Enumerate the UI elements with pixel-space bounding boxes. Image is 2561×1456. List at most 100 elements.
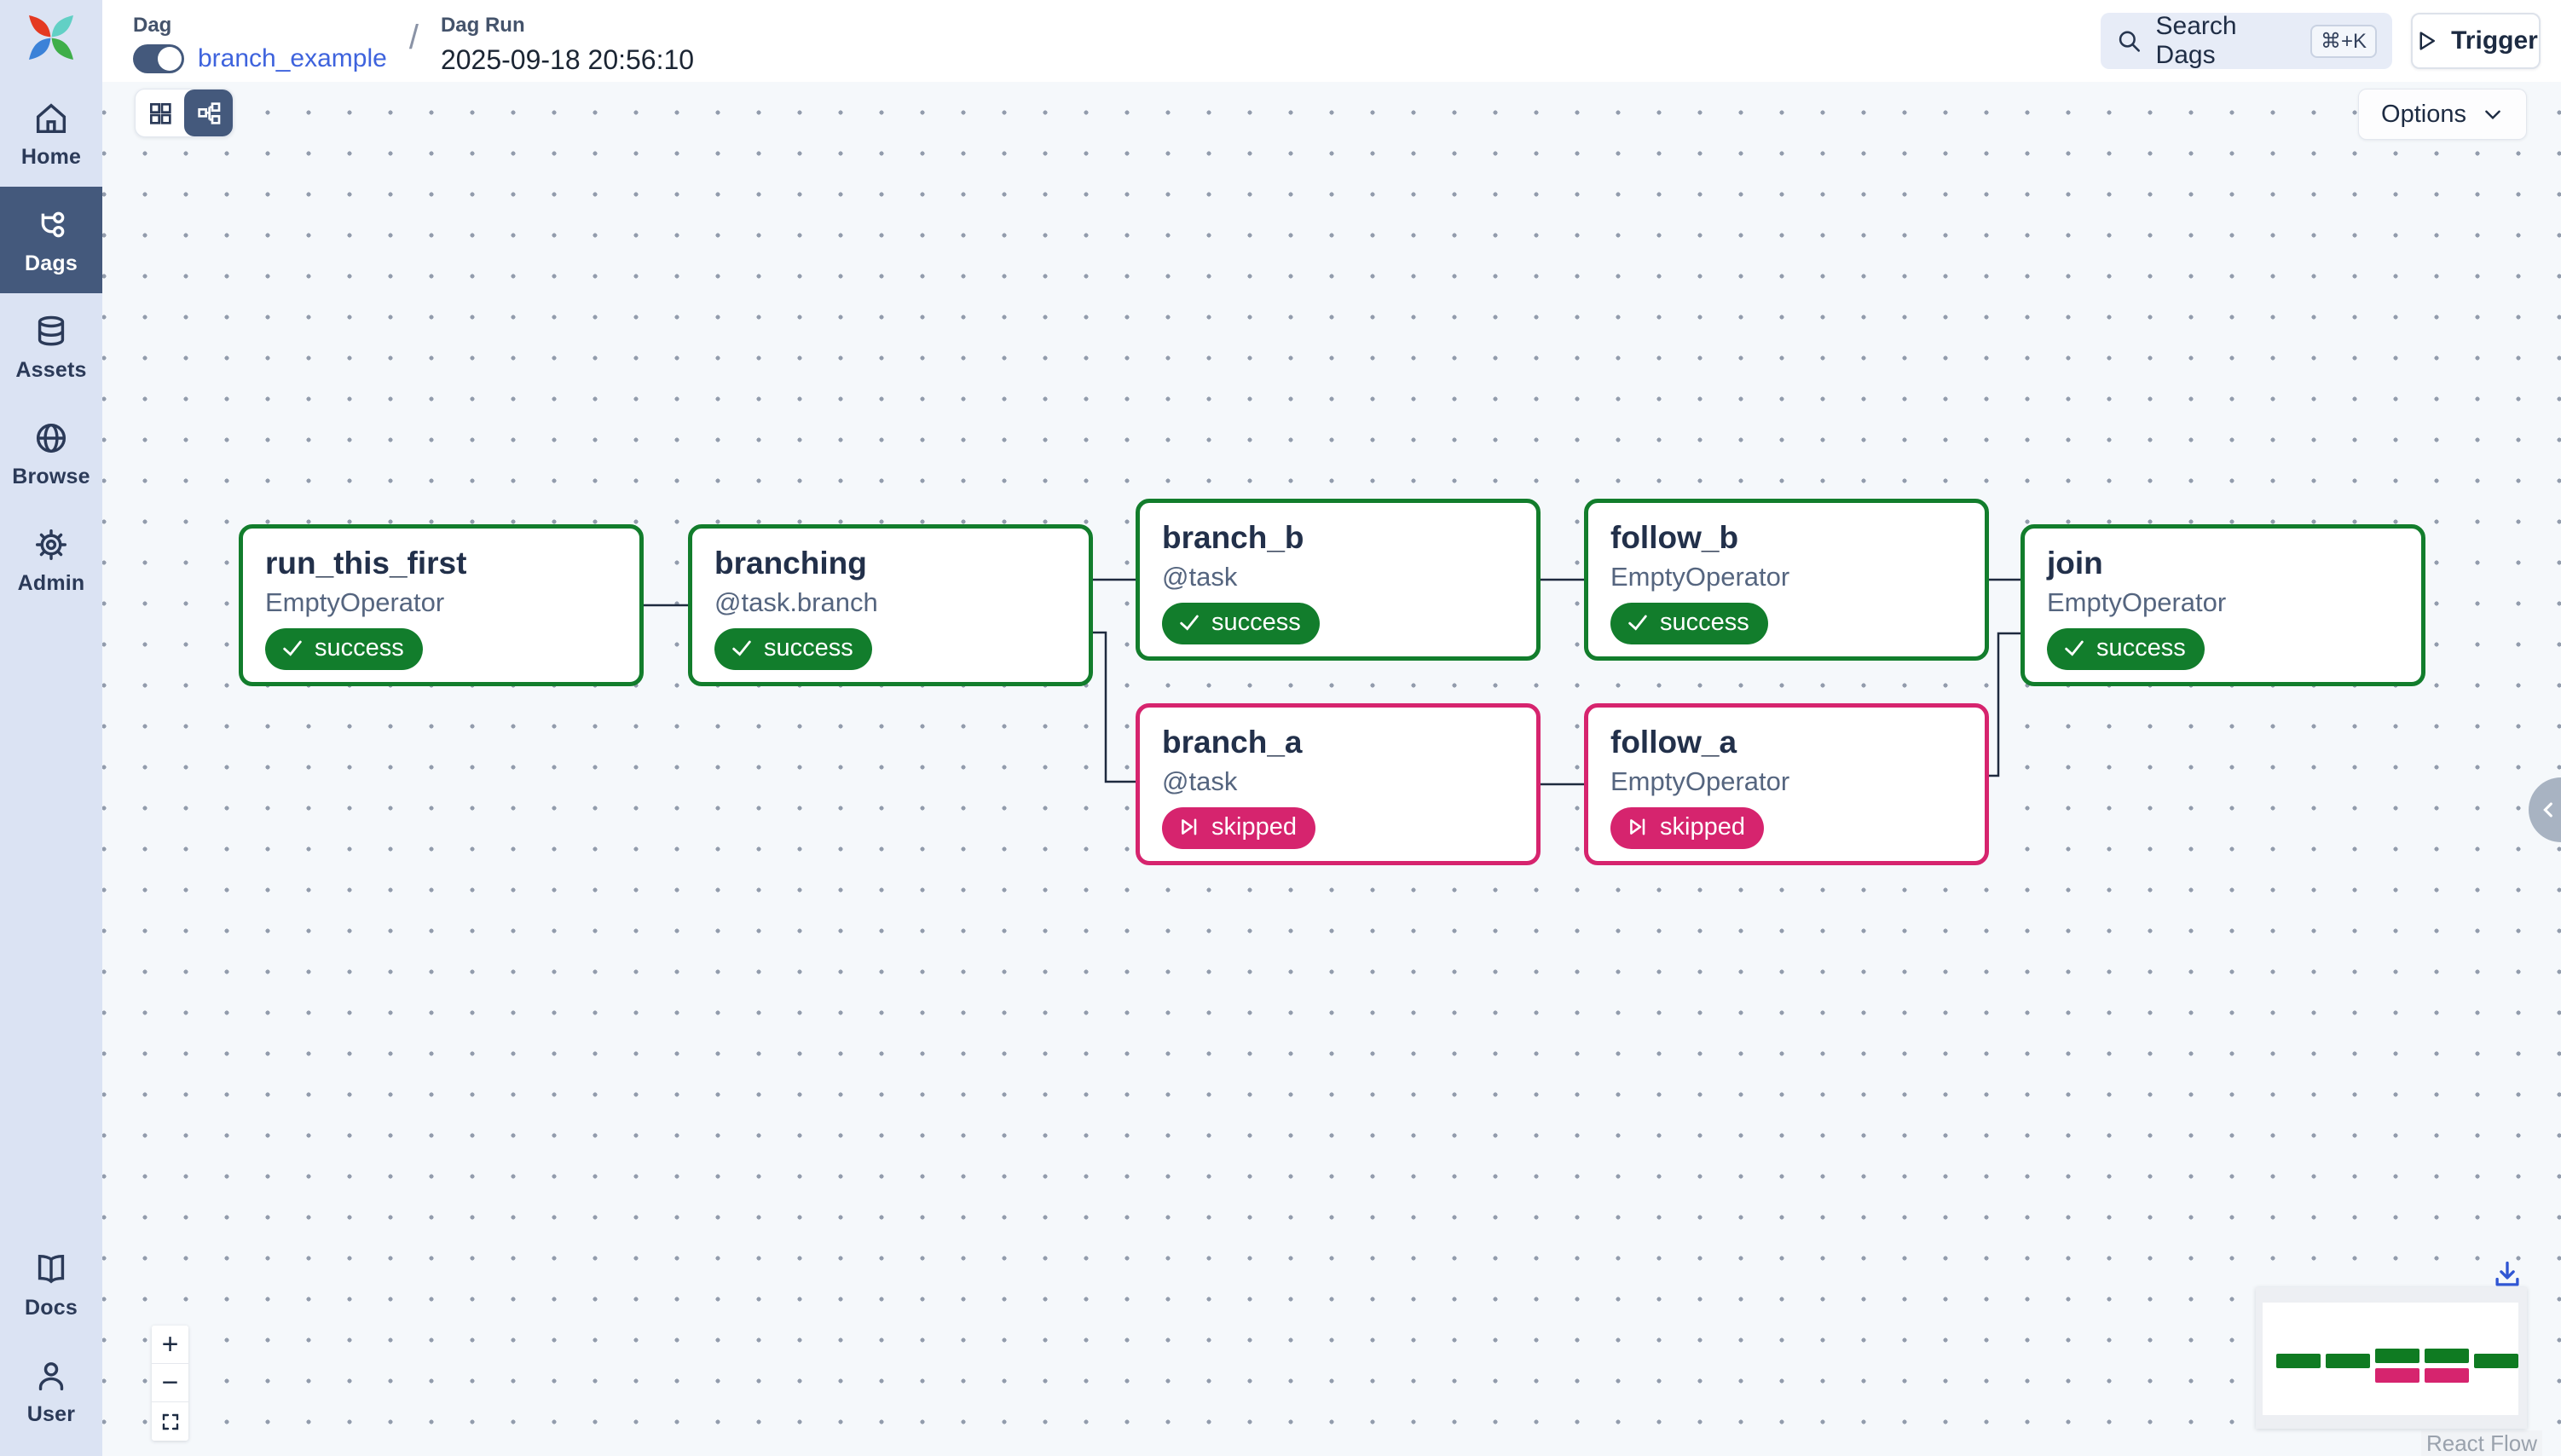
check-icon bbox=[1180, 615, 1199, 631]
edge-branching-branch_a bbox=[1093, 631, 1136, 783]
task-state-label: skipped bbox=[1660, 812, 1745, 841]
task-state-label: success bbox=[315, 633, 404, 662]
task-title: branching bbox=[714, 546, 867, 581]
task-state-badge: success bbox=[714, 627, 872, 670]
minimap[interactable] bbox=[2256, 1287, 2527, 1429]
task-node-follow_a[interactable]: follow_a EmptyOperator skipped bbox=[1584, 703, 1989, 865]
task-title: follow_b bbox=[1610, 520, 1739, 555]
sidebar-item-home[interactable]: Home bbox=[0, 80, 102, 187]
task-operator: @task bbox=[1162, 561, 1238, 592]
task-state-label: success bbox=[764, 633, 853, 662]
sidebar-spacer bbox=[0, 613, 102, 1231]
book-icon bbox=[38, 1254, 65, 1284]
sidebar-item-dags[interactable]: Dags bbox=[0, 187, 102, 293]
sidebar-item-admin[interactable]: Admin bbox=[0, 506, 102, 613]
sidebar-item-label: Admin bbox=[17, 571, 85, 595]
breadcrumb-dag-group: Dag branch_example bbox=[133, 7, 387, 73]
minimap-node-branch_b bbox=[2375, 1349, 2419, 1363]
task-state-label: success bbox=[1660, 608, 1749, 636]
sidebar-item-label: Assets bbox=[15, 358, 87, 382]
sidebar-item-label: Home bbox=[20, 145, 82, 169]
sidebar-item-label: Dags bbox=[25, 251, 78, 275]
chevron-left-icon bbox=[2543, 802, 2552, 818]
sidebar-item-label: Docs bbox=[25, 1296, 78, 1320]
play-icon bbox=[2419, 32, 2436, 50]
task-node-branching[interactable]: branching @task.branch success bbox=[688, 524, 1093, 686]
search-dags-button[interactable]: Search Dags ⌘+K bbox=[2101, 12, 2392, 69]
search-icon bbox=[2119, 31, 2140, 52]
task-state-badge: success bbox=[265, 627, 423, 670]
fit-view-button[interactable] bbox=[152, 1402, 188, 1441]
task-operator: EmptyOperator bbox=[1610, 561, 1790, 592]
task-state-label: success bbox=[1211, 608, 1301, 636]
sidebar: Home Dags Assets Browse bbox=[0, 0, 102, 1456]
task-state-badge: success bbox=[2047, 627, 2205, 670]
check-icon bbox=[732, 640, 751, 656]
sidebar-item-assets[interactable]: Assets bbox=[0, 293, 102, 400]
options-label: Options bbox=[2381, 100, 2466, 128]
view-mode-toggle bbox=[135, 89, 234, 137]
zoom-controls: + − bbox=[152, 1326, 188, 1441]
globe-icon bbox=[36, 423, 66, 454]
person-icon bbox=[38, 1362, 64, 1391]
fit-view-icon bbox=[162, 1413, 178, 1430]
dag-graph-icon bbox=[41, 211, 65, 238]
graph-view-button[interactable] bbox=[184, 90, 233, 136]
grid-view-button[interactable] bbox=[136, 90, 184, 136]
search-shortcut-kbd: ⌘+K bbox=[2310, 24, 2377, 58]
dag-run-label: Dag Run bbox=[440, 13, 525, 37]
dag-name-link[interactable]: branch_example bbox=[198, 43, 387, 72]
task-state-badge: skipped bbox=[1162, 806, 1315, 849]
task-title: branch_a bbox=[1162, 725, 1303, 760]
task-state-badge: success bbox=[1162, 602, 1320, 644]
sidebar-item-browse[interactable]: Browse bbox=[0, 400, 102, 506]
task-node-run_this_first[interactable]: run_this_first EmptyOperator success bbox=[239, 524, 644, 686]
minimap-node-join bbox=[2474, 1354, 2518, 1368]
minimap-node-follow_b bbox=[2425, 1349, 2469, 1363]
sidebar-item-label: Browse bbox=[12, 465, 90, 488]
skip-icon bbox=[1630, 818, 1645, 835]
task-title: join bbox=[2047, 546, 2103, 581]
dag-pause-toggle[interactable] bbox=[133, 43, 184, 73]
zoom-in-button[interactable]: + bbox=[152, 1326, 188, 1364]
home-icon bbox=[36, 103, 66, 134]
sidebar-item-user[interactable]: User bbox=[0, 1338, 102, 1444]
airflow-logo[interactable] bbox=[0, 0, 102, 80]
task-node-branch_a[interactable]: branch_a @task skipped bbox=[1136, 703, 1541, 865]
dag-graph-canvas[interactable]: run_this_first EmptyOperator success bra… bbox=[102, 82, 2561, 1456]
check-icon bbox=[1628, 615, 1647, 631]
download-graph-button[interactable] bbox=[2488, 1255, 2527, 1294]
toggle-knob bbox=[158, 46, 182, 71]
trigger-button[interactable]: Trigger bbox=[2411, 13, 2541, 69]
graph-icon bbox=[197, 101, 220, 124]
task-operator: EmptyOperator bbox=[265, 586, 445, 617]
grid-icon bbox=[149, 102, 171, 124]
dag-label: Dag bbox=[133, 13, 172, 37]
trigger-label: Trigger bbox=[2451, 26, 2538, 55]
airflow-pinwheel-icon bbox=[29, 15, 73, 60]
zoom-out-button[interactable]: − bbox=[152, 1364, 188, 1402]
sidebar-item-docs[interactable]: Docs bbox=[0, 1231, 102, 1338]
task-operator: EmptyOperator bbox=[2047, 586, 2227, 617]
minimap-node-run_this_first bbox=[2276, 1354, 2321, 1368]
task-node-follow_b[interactable]: follow_b EmptyOperator success bbox=[1584, 499, 1989, 661]
check-icon bbox=[283, 640, 302, 656]
chevron-down-icon bbox=[2485, 110, 2500, 120]
task-operator: EmptyOperator bbox=[1610, 766, 1790, 796]
skip-icon bbox=[1182, 818, 1197, 835]
task-operator: @task bbox=[1162, 766, 1238, 796]
task-state-badge: success bbox=[1610, 602, 1768, 644]
database-icon bbox=[38, 315, 65, 346]
task-operator: @task.branch bbox=[714, 586, 878, 617]
minimap-node-branching bbox=[2326, 1354, 2370, 1368]
breadcrumb-separator: / bbox=[408, 18, 419, 56]
task-node-join[interactable]: join EmptyOperator success bbox=[2020, 524, 2425, 686]
task-title: follow_a bbox=[1610, 725, 1737, 760]
breadcrumb: Dag branch_example / Dag Run 2025-09-18 … bbox=[133, 7, 694, 76]
options-dropdown[interactable]: Options bbox=[2358, 89, 2527, 140]
react-flow-attribution: React Flow bbox=[2420, 1430, 2542, 1456]
minimap-node-follow_a bbox=[2425, 1368, 2469, 1383]
task-node-branch_b[interactable]: branch_b @task success bbox=[1136, 499, 1541, 661]
task-title: run_this_first bbox=[265, 546, 467, 581]
